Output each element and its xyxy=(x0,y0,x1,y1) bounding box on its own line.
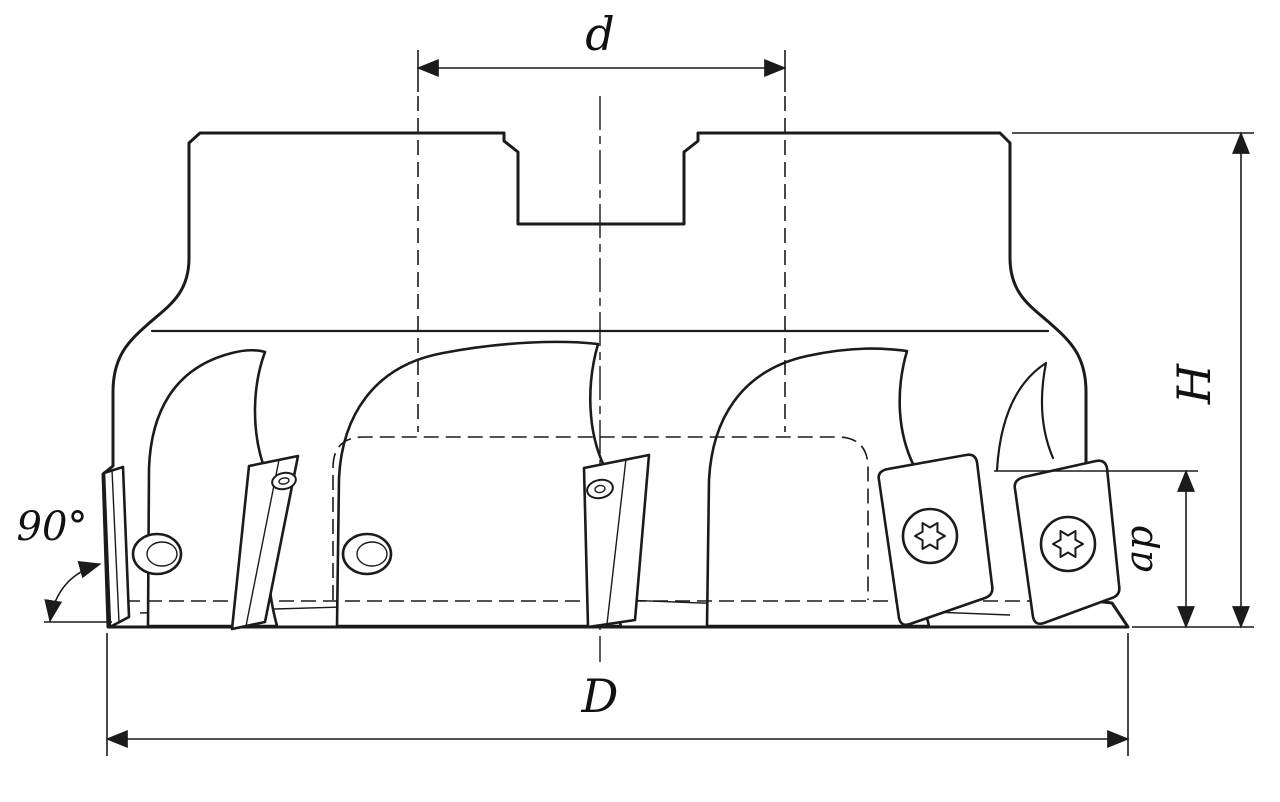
cutting-insert-a xyxy=(102,465,131,629)
d-label: d xyxy=(585,7,614,61)
torx-star-d xyxy=(914,522,946,550)
dimension-ap: ap xyxy=(994,469,1198,629)
angle-label: 90° xyxy=(17,504,88,550)
counterbore-hidden-line xyxy=(332,436,869,600)
chip-flute-2 xyxy=(335,340,623,628)
screw-hole-2 xyxy=(341,532,393,576)
cutting-insert-b xyxy=(230,454,300,631)
dimension-D: D xyxy=(105,633,1130,756)
torx-star-e xyxy=(1052,530,1084,558)
h-label: H xyxy=(1167,363,1221,405)
dimension-d: d xyxy=(416,7,787,92)
ap-label: ap xyxy=(1117,526,1161,573)
angle-annotation: 90° xyxy=(17,504,112,623)
D-label: D xyxy=(581,669,619,723)
cutting-insert-e xyxy=(1013,459,1121,626)
cutting-insert-d xyxy=(877,453,994,627)
screw-hole-1 xyxy=(131,532,183,576)
cutting-insert-c xyxy=(582,453,651,629)
angle-arc xyxy=(44,560,102,623)
chip-flute-4-edge xyxy=(995,361,1055,472)
